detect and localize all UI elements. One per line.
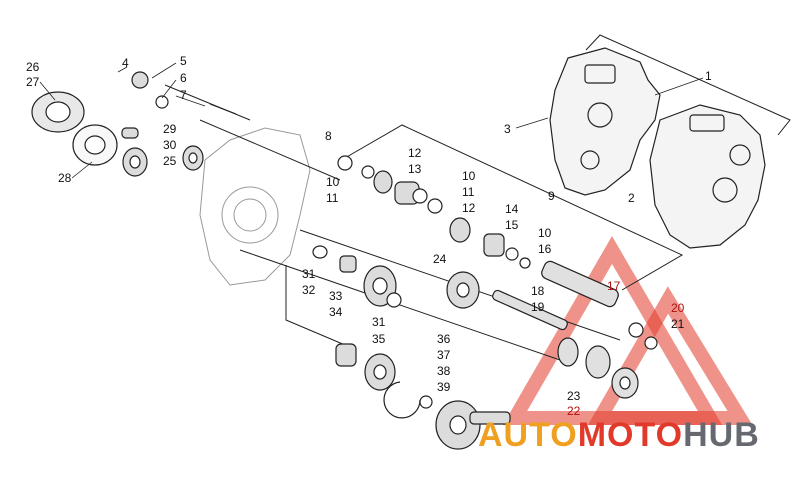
bearings-left — [121, 71, 237, 177]
callout-3: 3 — [504, 122, 511, 136]
callout-24: 24 — [433, 252, 447, 266]
callout-37: 37 — [437, 348, 451, 362]
callout-7: 7 — [180, 88, 187, 102]
watermark-logo-icon — [502, 236, 753, 425]
callout-27: 27 — [26, 75, 40, 89]
callout-30: 30 — [163, 138, 177, 152]
callout-10b: 10 — [462, 169, 476, 183]
callout-13: 13 — [408, 162, 422, 176]
bracket-lines — [285, 34, 791, 346]
callout-18: 18 — [531, 284, 545, 298]
callout-28: 28 — [58, 171, 72, 185]
gear-cluster-center — [312, 155, 531, 309]
callout-16: 16 — [538, 242, 552, 256]
callout-15: 15 — [505, 218, 519, 232]
callout-11a: 11 — [326, 191, 339, 205]
callout-4: 4 — [122, 56, 129, 70]
callout-25: 25 — [163, 154, 177, 168]
leader-lines — [39, 62, 704, 179]
callout-31a: 31 — [302, 267, 316, 281]
callout-21: 21 — [671, 317, 685, 331]
callout-11b: 11 — [462, 185, 475, 199]
brand-moto: MOTO — [577, 416, 684, 454]
callout-9: 9 — [548, 189, 555, 203]
gear-cluster-lower — [335, 343, 511, 450]
callout-35: 35 — [372, 332, 386, 346]
callout-36: 36 — [437, 332, 451, 346]
crankcase-half-rear — [549, 47, 661, 196]
bearing-cover — [31, 91, 118, 166]
callout-22: 22 — [567, 404, 581, 418]
callout-32: 32 — [302, 283, 316, 297]
callout-17: 17 — [607, 279, 621, 293]
callout-2: 2 — [628, 191, 635, 205]
callout-38: 38 — [437, 364, 451, 378]
callout-12a: 12 — [408, 146, 422, 160]
output-shaft — [492, 260, 658, 399]
callout-39: 39 — [437, 380, 451, 394]
callout-23: 23 — [567, 389, 581, 403]
crankcase-half-front — [649, 104, 766, 249]
brand-auto: AUTO — [478, 416, 578, 454]
callout-labels: 1 2 3 4 5 6 7 8 9 10 10 10 11 11 12 12 1… — [26, 54, 712, 418]
callout-26: 26 — [26, 60, 40, 74]
callout-1: 1 — [705, 69, 712, 83]
callout-14: 14 — [505, 202, 519, 216]
callout-12b: 12 — [462, 201, 476, 215]
callout-34: 34 — [329, 305, 343, 319]
callout-10a: 10 — [326, 175, 340, 189]
callout-6: 6 — [180, 71, 187, 85]
callout-10c: 10 — [538, 226, 552, 240]
callout-33: 33 — [329, 289, 343, 303]
callout-8: 8 — [325, 129, 332, 143]
callout-5: 5 — [180, 54, 187, 68]
callout-31b: 31 — [372, 315, 386, 329]
watermark-brand: AUTOMOTOHUB — [478, 418, 760, 452]
housing-outline — [199, 127, 311, 286]
callout-19: 19 — [531, 300, 545, 314]
callout-29: 29 — [163, 122, 177, 136]
callout-20: 20 — [671, 301, 685, 315]
brand-hub: HUB — [683, 416, 760, 454]
